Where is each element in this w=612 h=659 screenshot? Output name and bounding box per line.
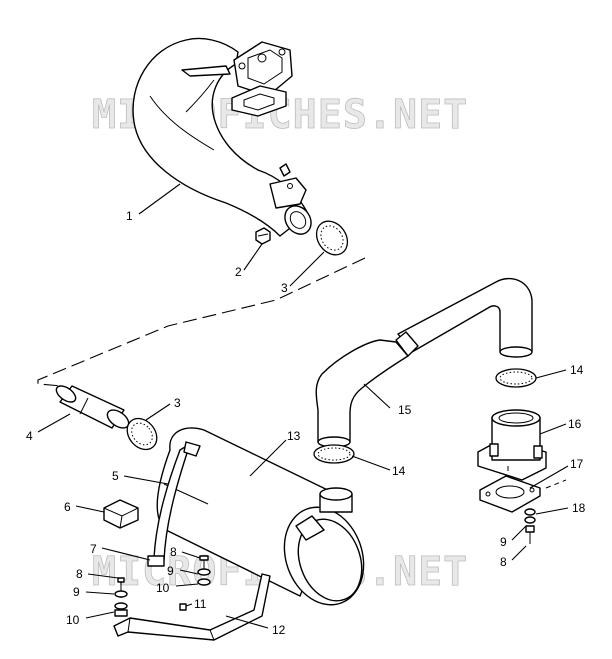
callout-1: 1 xyxy=(126,209,133,223)
callout-12: 12 xyxy=(272,623,286,637)
callout-10-left: 10 xyxy=(66,613,80,627)
callout-14-right: 14 xyxy=(570,363,584,377)
callout-9-center: 9 xyxy=(167,564,174,578)
callout-9-left: 9 xyxy=(73,585,80,599)
callout-8-right: 8 xyxy=(500,555,507,569)
muffler-13 xyxy=(156,427,365,606)
callout-3-lower: 3 xyxy=(174,396,181,410)
callout-8-left: 8 xyxy=(76,567,83,581)
callout-17: 17 xyxy=(570,457,584,471)
spring-clamp-3-lower xyxy=(126,417,158,451)
callout-2: 2 xyxy=(235,265,242,279)
outlet-housing-16 xyxy=(477,409,547,481)
tail-pipe-15 xyxy=(315,277,533,448)
callout-15: 15 xyxy=(398,403,412,417)
hardware-right xyxy=(524,508,536,544)
coupler-4 xyxy=(55,385,130,429)
clamp-14-right xyxy=(495,368,537,388)
callout-6: 6 xyxy=(64,500,71,514)
head-pipe xyxy=(132,37,312,237)
callout-4: 4 xyxy=(26,429,33,443)
clamp-14-lower xyxy=(313,444,355,464)
callout-5: 5 xyxy=(112,469,119,483)
callout-labels: 1 2 3 4 3 5 6 7 8 9 10 8 9 10 11 12 13 1… xyxy=(26,209,586,637)
callout-13: 13 xyxy=(287,429,301,443)
callout-8-center: 8 xyxy=(170,545,177,559)
callout-7: 7 xyxy=(90,542,97,556)
strap-end-7 xyxy=(147,555,165,567)
spring-clamp-3-top xyxy=(315,220,349,256)
callout-16: 16 xyxy=(568,417,582,431)
nut-2 xyxy=(255,227,271,245)
callout-9-right: 9 xyxy=(500,535,507,549)
bracket-12 xyxy=(113,573,271,641)
gasket-17 xyxy=(479,475,541,513)
leader-lines xyxy=(37,183,569,629)
hardware-center xyxy=(179,555,211,611)
callout-11: 11 xyxy=(194,597,207,611)
callout-10-center: 10 xyxy=(156,581,170,595)
hardware-left xyxy=(114,577,128,617)
connection-line xyxy=(37,257,366,387)
callout-18: 18 xyxy=(572,501,586,515)
pad-6 xyxy=(103,499,139,529)
callout-14-lower: 14 xyxy=(392,464,406,478)
assembly-line-18 xyxy=(545,479,567,489)
callout-3-top: 3 xyxy=(281,281,288,295)
